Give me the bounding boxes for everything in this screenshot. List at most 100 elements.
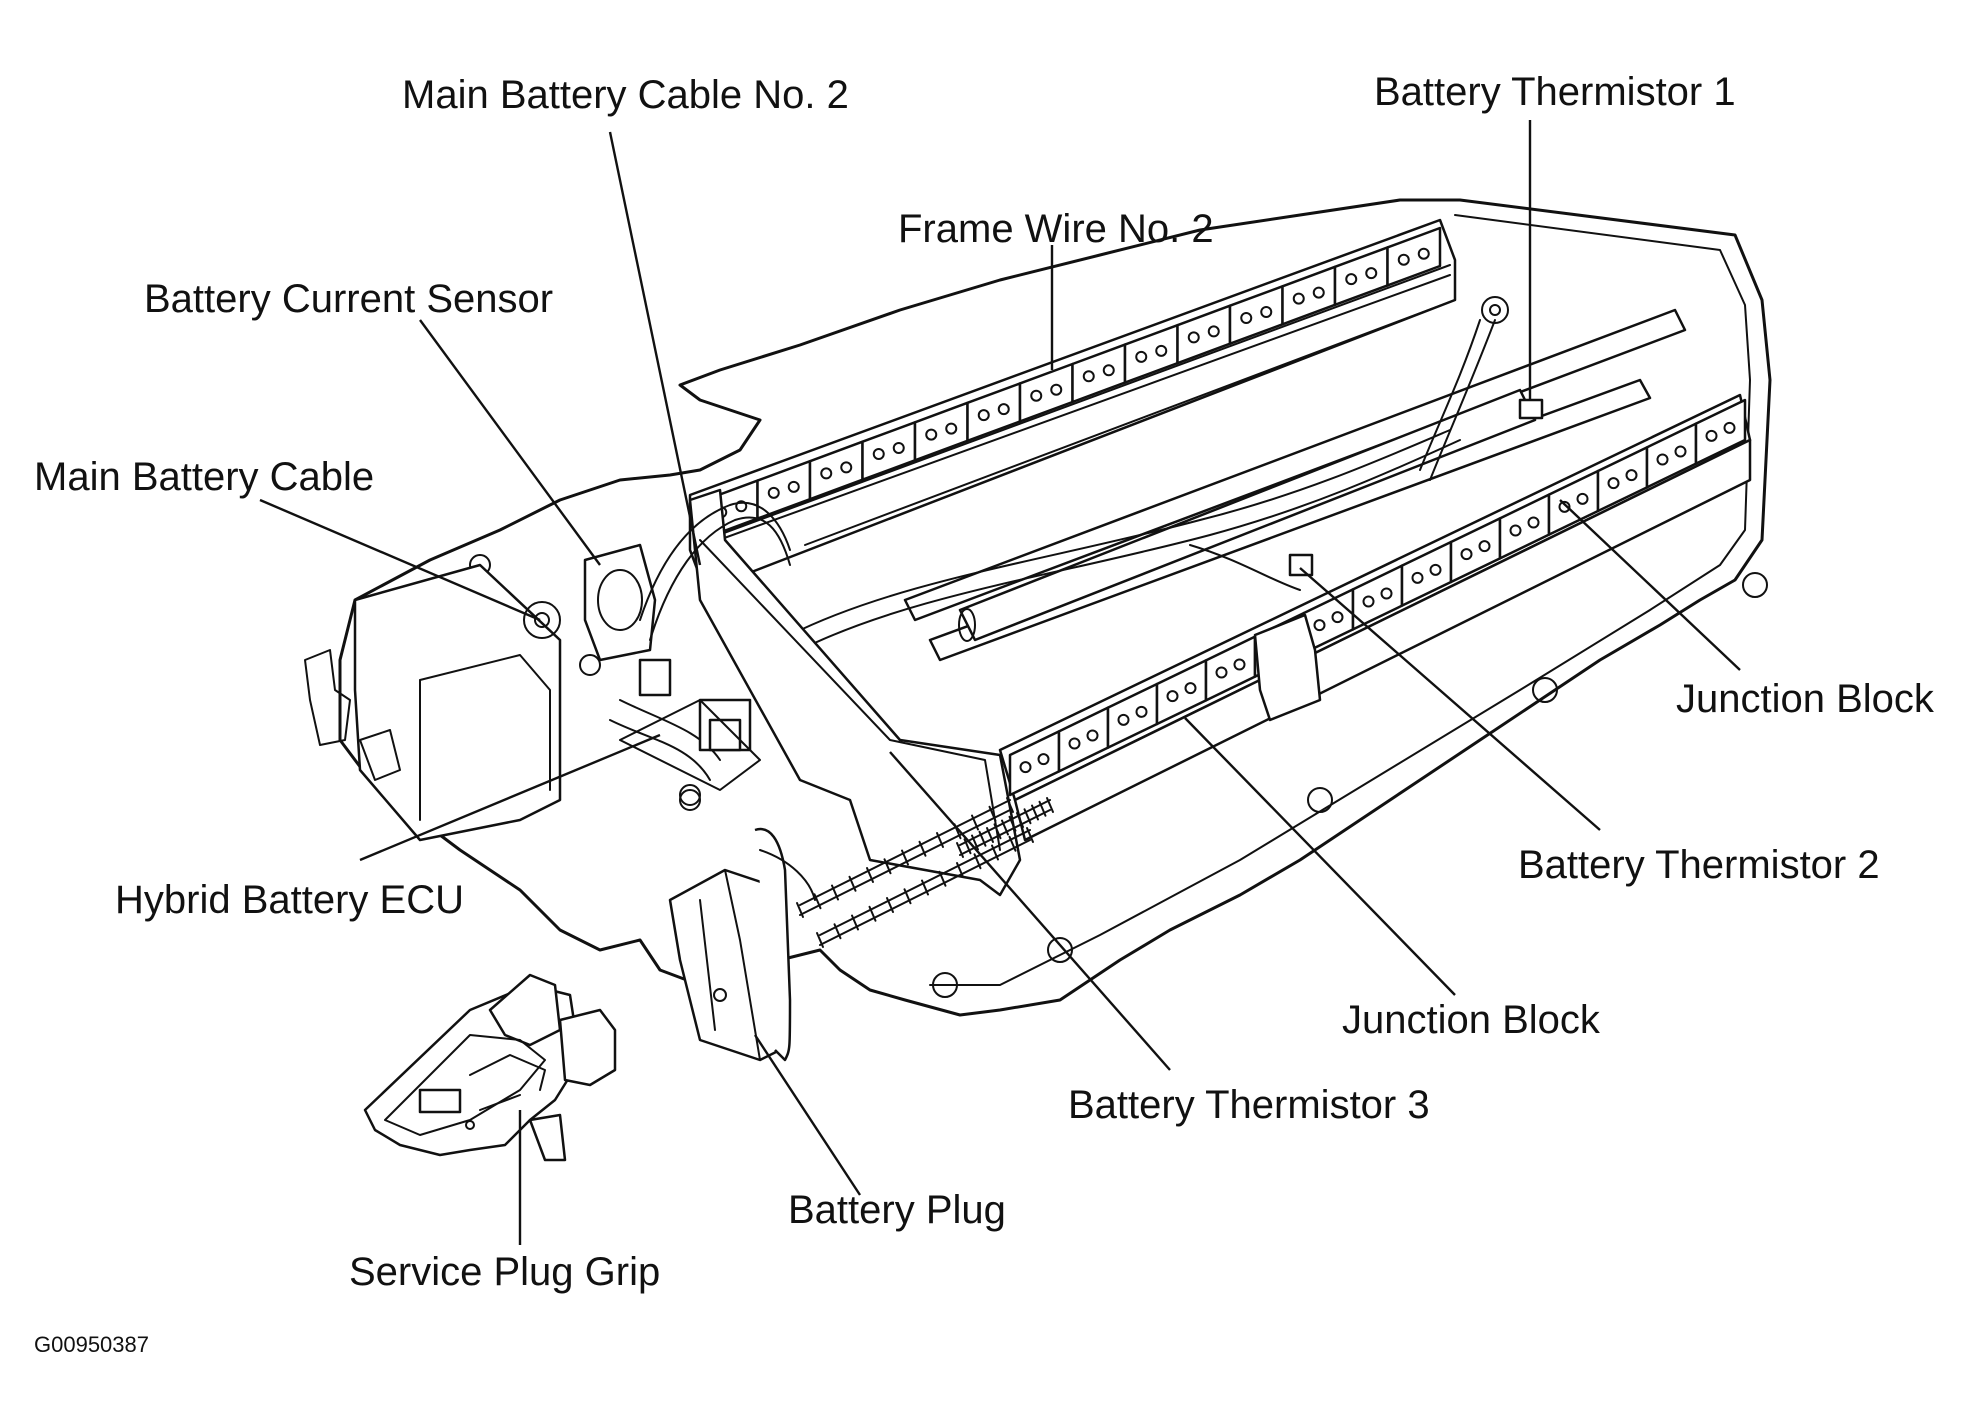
cell-terminal	[1312, 286, 1325, 299]
wire-harness	[799, 439, 1461, 651]
cell-terminal	[1607, 477, 1620, 490]
tray-bolt-hole	[932, 972, 958, 998]
left-end-plate-inner	[699, 539, 1001, 851]
wire-harness	[1429, 319, 1496, 481]
wire-terminal	[1489, 304, 1501, 316]
cell-terminal	[1576, 492, 1589, 505]
cell-terminal	[1155, 344, 1168, 357]
left-end-plate	[688, 488, 1022, 897]
cell-terminal	[1086, 729, 1099, 742]
thread-mark	[1006, 797, 1014, 813]
threaded-rods	[796, 797, 1054, 948]
thread-mark	[938, 870, 947, 887]
cell-terminal	[1509, 524, 1522, 537]
cell-terminal	[1135, 350, 1148, 363]
battery-plug-screw	[713, 988, 727, 1002]
thread-mark	[903, 888, 912, 905]
cell-terminal	[767, 486, 780, 499]
thread-mark	[956, 862, 964, 878]
leader-junction-block-center	[1184, 717, 1456, 996]
battery-plug-housing-face	[699, 869, 761, 1061]
cell-terminal	[1037, 753, 1050, 766]
label-battery-current-sensor: Battery Current Sensor	[144, 277, 553, 321]
ecu-bracket	[304, 649, 351, 746]
cell-terminal	[820, 467, 833, 480]
leader-main-battery-cable-no2	[608, 131, 702, 566]
ecu-bracket	[359, 729, 401, 781]
battery-plug-flange	[759, 849, 816, 901]
thread-mark	[1031, 804, 1039, 821]
cell-terminal	[892, 442, 905, 454]
leader-lines	[259, 120, 1741, 1245]
tray-bolt-hole	[1532, 677, 1558, 703]
cell-terminal	[1331, 611, 1344, 624]
bus-bar-rod	[903, 308, 1687, 622]
cell-terminal	[1207, 325, 1220, 338]
threaded-rod	[819, 839, 1031, 946]
ecu-housing-face	[419, 654, 551, 821]
wire-harness	[1189, 319, 1481, 591]
label-battery-plug: Battery Plug	[788, 1188, 1006, 1232]
cell-terminal	[1135, 705, 1148, 718]
service-plug-grip-part	[363, 973, 617, 1162]
thread-mark	[1023, 808, 1032, 825]
main-cable-no2	[649, 516, 791, 641]
wire-terminal	[1481, 296, 1509, 324]
thread-mark	[921, 879, 929, 896]
cell-terminal	[1184, 682, 1197, 695]
main-cable-no2	[639, 501, 791, 621]
cell-terminal	[1068, 737, 1081, 750]
thread-mark	[978, 830, 987, 847]
cell-terminal	[1397, 253, 1410, 266]
cell-terminal	[787, 480, 800, 493]
cell-terminal	[1019, 761, 1032, 774]
thread-mark	[851, 914, 859, 931]
grip-frame	[469, 1054, 546, 1111]
cell-terminal	[925, 428, 938, 441]
tray-bolt-hole	[1307, 787, 1333, 813]
cell-terminal	[1656, 453, 1669, 466]
thread-mark	[1008, 835, 1017, 852]
battery-assembly-drawing	[304, 198, 1772, 1162]
thread-mark	[988, 805, 997, 822]
label-junction-block-center: Junction Block	[1342, 998, 1601, 1042]
thread-mark	[901, 849, 909, 866]
thread-mark	[1046, 797, 1054, 813]
center-cylinder-end	[958, 608, 976, 642]
cell-terminal	[1417, 247, 1430, 260]
cell-terminal	[1723, 421, 1736, 434]
leader-hybrid-battery-ecu	[359, 733, 661, 862]
grip-hole	[465, 1120, 475, 1130]
cell-terminal	[1478, 540, 1491, 553]
tray-bolt-hole	[679, 789, 701, 811]
thread-mark	[883, 858, 892, 875]
thread-mark	[971, 834, 979, 851]
battery-plug-flange	[754, 827, 792, 1062]
leader-battery-plug	[753, 1034, 862, 1196]
grip-handle	[558, 1008, 617, 1087]
label-service-plug-grip: Service Plug Grip	[349, 1250, 660, 1294]
threaded-rod	[799, 799, 1011, 906]
thread-mark	[1008, 815, 1017, 832]
main-cable-terminal	[523, 601, 561, 639]
cell-terminal	[945, 422, 958, 435]
thread-mark	[991, 844, 999, 861]
thread-mark	[971, 814, 979, 831]
rear-cell-module	[1386, 226, 1442, 287]
thermistor-2-clip	[1288, 553, 1314, 577]
cell-terminal	[1117, 713, 1130, 726]
callout-labels: Main Battery Cable No. 2 Battery Thermis…	[34, 70, 1935, 1357]
front-module-cells	[1008, 398, 1747, 797]
cell-terminal	[1625, 469, 1638, 482]
grip-tab	[528, 1113, 567, 1162]
cell-terminal	[735, 500, 748, 513]
cell-terminal	[872, 448, 885, 460]
thread-mark	[956, 842, 964, 858]
front-cell-module	[1694, 398, 1747, 465]
leader-battery-thermistor-2	[1299, 567, 1601, 831]
cell-terminal	[1050, 383, 1063, 396]
thread-mark	[886, 897, 894, 913]
leader-battery-current-sensor	[419, 319, 601, 566]
tray-bolt-hole	[1742, 572, 1768, 598]
